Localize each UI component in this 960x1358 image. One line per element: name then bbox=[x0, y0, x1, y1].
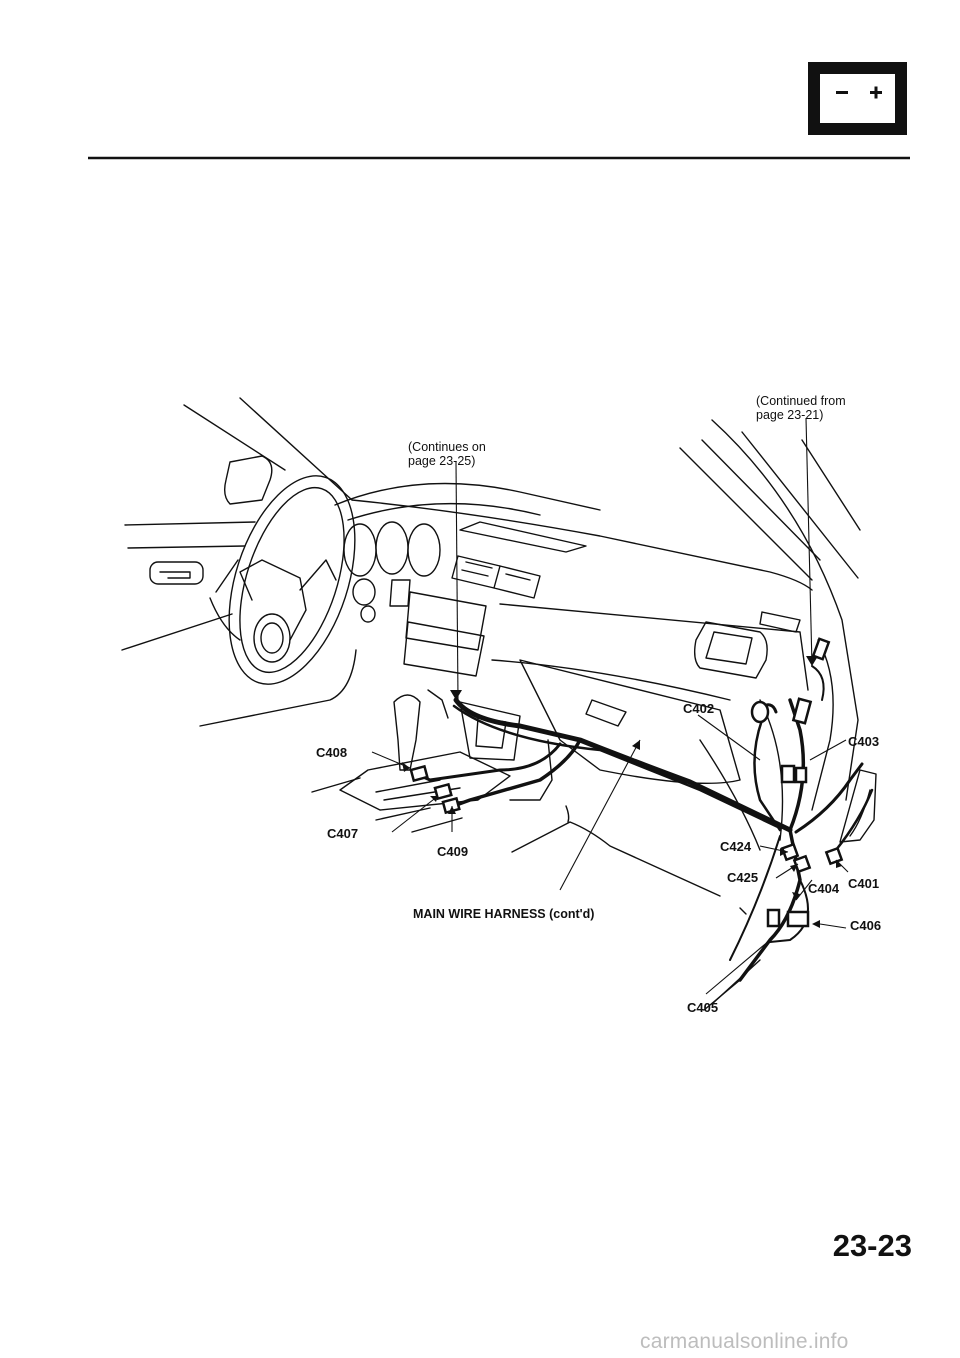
connector-c407 bbox=[433, 782, 453, 801]
label-c403: C403 bbox=[848, 734, 880, 749]
connector-c408 bbox=[409, 764, 429, 783]
connector-c402 bbox=[750, 700, 770, 724]
leader-lines bbox=[371, 417, 849, 995]
connector-c406 bbox=[786, 910, 810, 928]
label-c408: C408 bbox=[316, 745, 348, 760]
arrowheads bbox=[402, 656, 842, 928]
car-interior-drawing bbox=[121, 397, 877, 915]
label-c402: C402 bbox=[683, 701, 715, 716]
connector-c424 bbox=[780, 842, 800, 862]
diagram-title: MAIN WIRE HARNESS (cont'd) bbox=[413, 907, 595, 921]
label-c404: C404 bbox=[808, 881, 840, 896]
label-c406: C406 bbox=[850, 918, 882, 933]
label-c405: C405 bbox=[687, 1000, 719, 1015]
label-c407: C407 bbox=[327, 826, 359, 841]
battery-icon bbox=[808, 62, 907, 135]
connector-c404 bbox=[766, 908, 781, 928]
connector-c425 bbox=[792, 854, 812, 874]
label-c425: C425 bbox=[727, 870, 759, 885]
connector-c403 bbox=[780, 764, 796, 784]
connector-blocks bbox=[409, 637, 844, 928]
label-c409: C409 bbox=[437, 844, 469, 859]
label-c401: C401 bbox=[848, 876, 880, 891]
label-c424: C424 bbox=[720, 839, 752, 854]
continues-on-note: (Continues on page 23-25) bbox=[408, 440, 486, 468]
watermark-text: carmanualsonline.info bbox=[640, 1330, 849, 1353]
page-number: 23-23 bbox=[832, 1228, 912, 1263]
main-wire-harness bbox=[410, 665, 874, 1011]
connector-c401 bbox=[824, 846, 844, 866]
continued-from-note: (Continued from page 23-21) bbox=[756, 394, 846, 422]
